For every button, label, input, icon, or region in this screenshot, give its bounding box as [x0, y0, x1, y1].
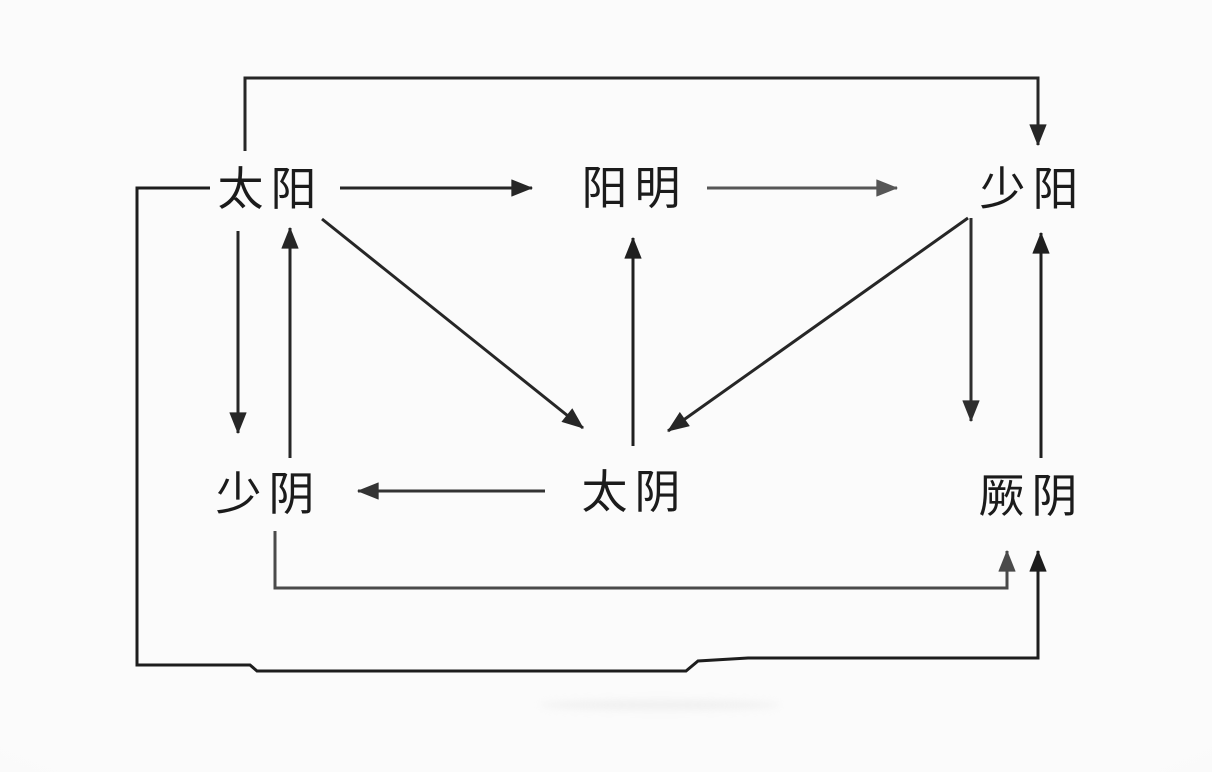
- node-shaoyin: 少阴: [215, 467, 322, 521]
- node-shaoyang: 少阳: [979, 162, 1086, 216]
- node-yangming: 阳明: [581, 161, 688, 215]
- edge-taiyang-to-jueyin-outer: [135, 186, 1047, 673]
- node-taiyin: 太阴: [581, 465, 688, 519]
- scan-smudge: [540, 700, 780, 710]
- edge-taiyang-to-taiyin: [321, 217, 584, 430]
- edge-taiyang-to-shaoyang-bypass: [243, 76, 1047, 151]
- node-taiyang: 太阳: [217, 162, 324, 216]
- edge-shaoyang-to-taiyin: [667, 216, 969, 433]
- node-jueyin: 厥阴: [978, 469, 1085, 523]
- edge-shaoyin-to-jueyin: [273, 531, 1016, 590]
